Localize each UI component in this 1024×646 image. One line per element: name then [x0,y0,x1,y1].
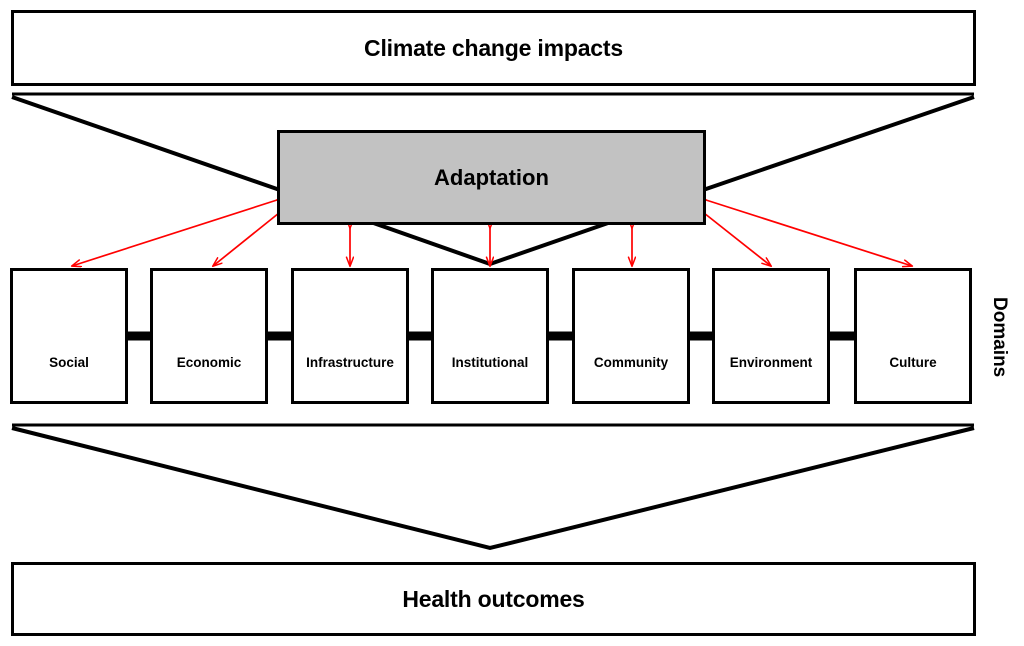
domains-axis-label: Domains [989,296,1010,378]
bottom-funnel-connector [11,423,975,551]
link-adaptation-environment [704,213,771,266]
domain-label-infrastructure: Infrastructure [306,355,394,370]
domain-label-institutional: Institutional [451,355,529,370]
domain-box-social: Social [10,268,128,404]
climate-change-impacts-label: Climate change impacts [364,34,623,61]
climate-change-impacts-box: Climate change impacts [11,10,976,86]
domain-box-culture: Culture [854,268,972,404]
link-adaptation-social [72,200,277,266]
adaptation-box: Adaptation [277,130,706,225]
adaptation-label: Adaptation [434,164,549,190]
domain-box-infrastructure: Infrastructure [291,268,409,404]
domain-label-economic: Economic [176,355,242,370]
domain-label-community: Community [593,355,669,370]
domain-label-environment: Environment [729,355,813,370]
domain-label-culture: Culture [889,355,937,370]
domain-box-economic: Economic [150,268,268,404]
link-adaptation-economic [213,213,279,266]
link-adaptation-culture [706,200,912,266]
health-outcomes-label: Health outcomes [402,585,585,612]
adaptation-domain-links [72,200,912,266]
domain-box-community: Community [572,268,690,404]
domain-label-social: Social [49,355,89,370]
domain-box-institutional: Institutional [431,268,549,404]
domain-box-environment: Environment [712,268,830,404]
health-outcomes-box: Health outcomes [11,562,976,636]
